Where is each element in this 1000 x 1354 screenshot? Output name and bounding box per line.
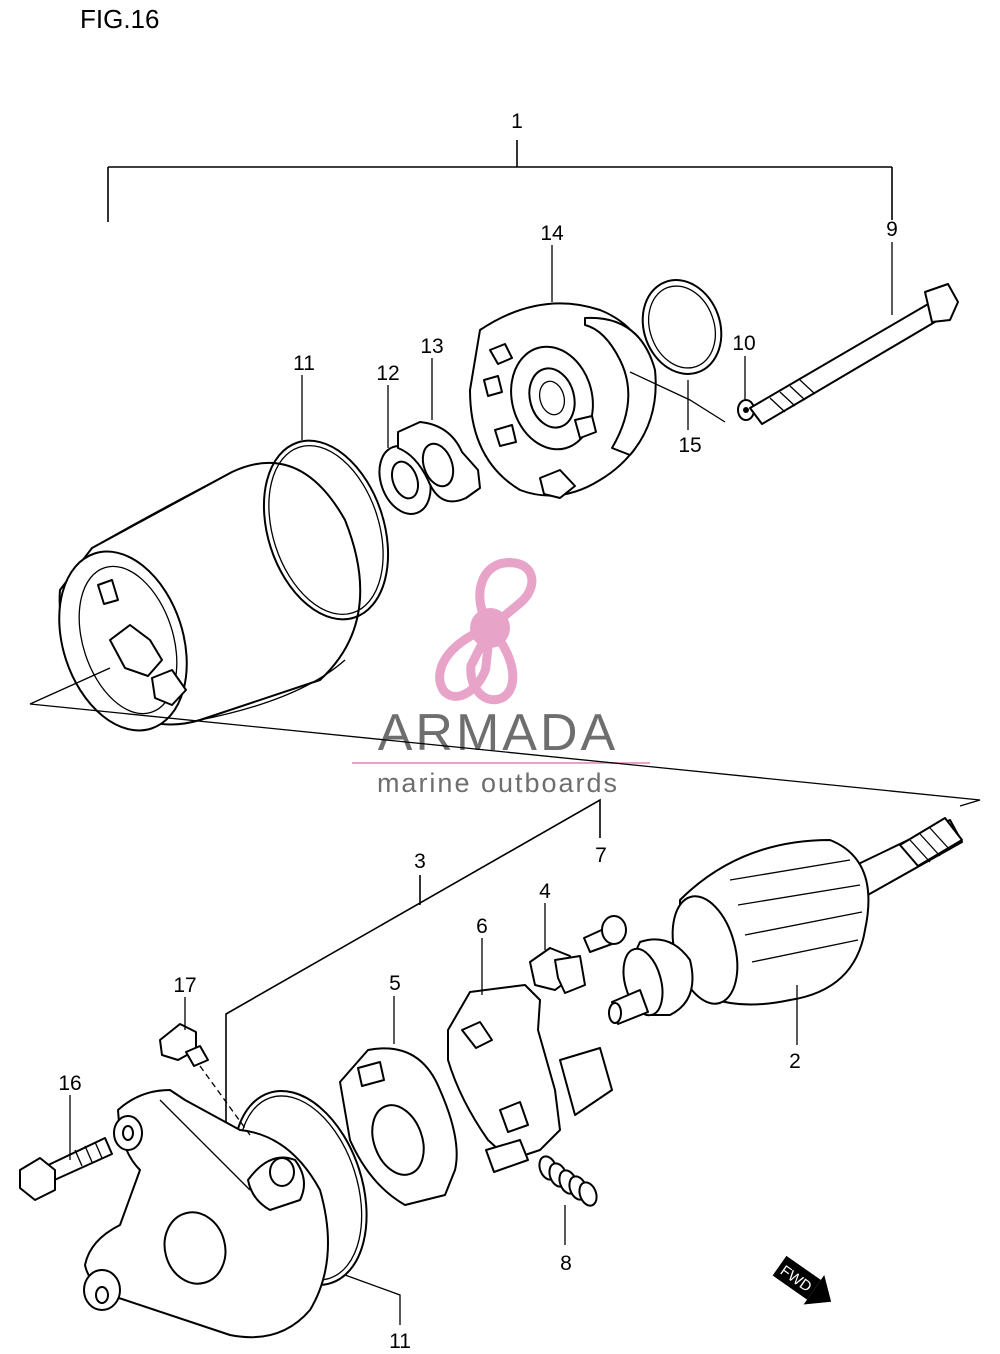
spring-8 (538, 1155, 598, 1207)
brush-4 (529, 947, 586, 994)
o-ring-15 (641, 279, 723, 375)
callout-6: 6 (476, 915, 488, 938)
armada-watermark: ARMADA marine outboards (352, 558, 650, 798)
leader-lines (69, 242, 893, 1325)
watermark-brand: ARMADA (378, 704, 618, 762)
callout-11-bottom: 11 (389, 1330, 411, 1353)
callout-2: 2 (789, 1050, 801, 1073)
bolt-16 (19, 1137, 113, 1201)
assembly-3-bracket (225, 798, 601, 1136)
propeller-logo-icon (435, 558, 537, 705)
callout-8: 8 (560, 1252, 572, 1275)
o-ring-top (262, 439, 390, 621)
end-cover-14 (469, 302, 657, 499)
motor-housing-yoke (58, 461, 362, 732)
callout-5: 5 (389, 972, 401, 995)
callout-11-top: 11 (293, 352, 315, 375)
callout-1: 1 (511, 110, 523, 133)
bolt-17 (159, 1023, 251, 1136)
callout-7: 7 (595, 844, 607, 867)
drive-end-housing (83, 1089, 329, 1339)
screw-7 (583, 915, 627, 953)
plate-5 (339, 1047, 458, 1206)
fwd-direction-badge: FWD (772, 1255, 832, 1305)
through-bolt-9 (749, 283, 959, 425)
assembly-1-bracket (107, 140, 893, 222)
callout-labels: 1 2 3 4 5 6 7 8 9 10 11 11 12 13 14 15 1… (58, 110, 898, 1353)
callout-4: 4 (539, 880, 551, 903)
callout-9: 9 (886, 218, 898, 241)
guide-line (29, 667, 111, 705)
callout-12: 12 (376, 362, 399, 385)
brush-holder-6 (447, 984, 613, 1173)
callout-15: 15 (678, 434, 701, 457)
figure-title: FIG.16 (80, 4, 159, 34)
callout-10: 10 (732, 332, 755, 355)
callout-17: 17 (173, 974, 196, 997)
callout-3: 3 (414, 850, 426, 873)
callout-13: 13 (420, 335, 443, 358)
armature-2 (608, 817, 963, 1025)
callout-16: 16 (58, 1072, 81, 1095)
watermark-tagline: marine outboards (377, 768, 619, 798)
callout-14: 14 (540, 222, 564, 245)
retainer-13 (397, 421, 481, 503)
